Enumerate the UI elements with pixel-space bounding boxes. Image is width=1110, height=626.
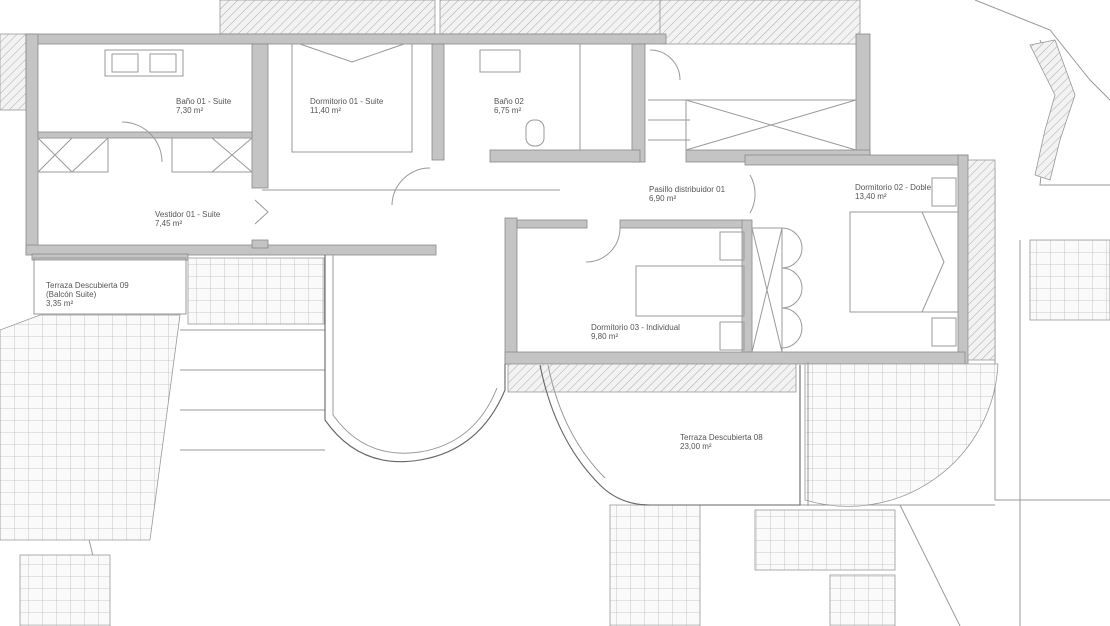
room-label-dormitorio-01-suite: Dormitorio 01 - Suite 11,40 m²: [310, 97, 384, 115]
room-area: 13,40 m²: [855, 192, 887, 201]
fixtures: [37, 43, 959, 353]
room-name: Terraza Descubierta 09: [46, 281, 129, 290]
room-area: 23,00 m²: [680, 442, 712, 451]
room-label-terraza-descubierta-09: Terraza Descubierta 09 (Balcón Suite) 3,…: [46, 281, 129, 308]
room-area: 7,30 m²: [176, 106, 203, 115]
room-area: 9,80 m²: [591, 332, 618, 341]
room-name: Pasillo distribuidor 01: [649, 185, 726, 194]
room-label-pasillo-distribuidor-01: Pasillo distribuidor 01 6,90 m²: [649, 185, 726, 203]
room-subname: (Balcón Suite): [46, 290, 97, 299]
room-name: Dormitorio 01 - Suite: [310, 97, 384, 106]
room-area: 6,90 m²: [649, 194, 676, 203]
room-labels: Baño 01 - Suite 7,30 m² Dormitorio 01 - …: [46, 97, 932, 451]
room-label-dormitorio-03-individual: Dormitorio 03 - Individual 9,80 m²: [591, 323, 680, 341]
room-area: 3,35 m²: [46, 299, 73, 308]
room-label-vestidor-01-suite: Vestidor 01 - Suite 7,45 m²: [155, 210, 221, 228]
room-name: Baño 01 - Suite: [176, 97, 232, 106]
walls: [25, 33, 996, 366]
room-name: Vestidor 01 - Suite: [155, 210, 221, 219]
room-area: 11,40 m²: [310, 106, 341, 115]
room-area: 6,75 m²: [494, 106, 521, 115]
room-label-bano-01-suite: Baño 01 - Suite 7,30 m²: [176, 97, 232, 115]
room-label-bano-02: Baño 02 6,75 m²: [494, 97, 524, 115]
room-name: Terraza Descubierta 08: [680, 433, 763, 442]
room-area: 7,45 m²: [155, 219, 182, 228]
room-label-terraza-descubierta-08: Terraza Descubierta 08 23,00 m²: [680, 433, 763, 451]
room-label-dormitorio-02-doble: Dormitorio 02 - Doble 13,40 m²: [855, 183, 932, 201]
room-name: Dormitorio 03 - Individual: [591, 323, 680, 332]
room-name: Baño 02: [494, 97, 524, 106]
terraces: [33, 255, 999, 507]
room-name: Dormitorio 02 - Doble: [855, 183, 932, 192]
